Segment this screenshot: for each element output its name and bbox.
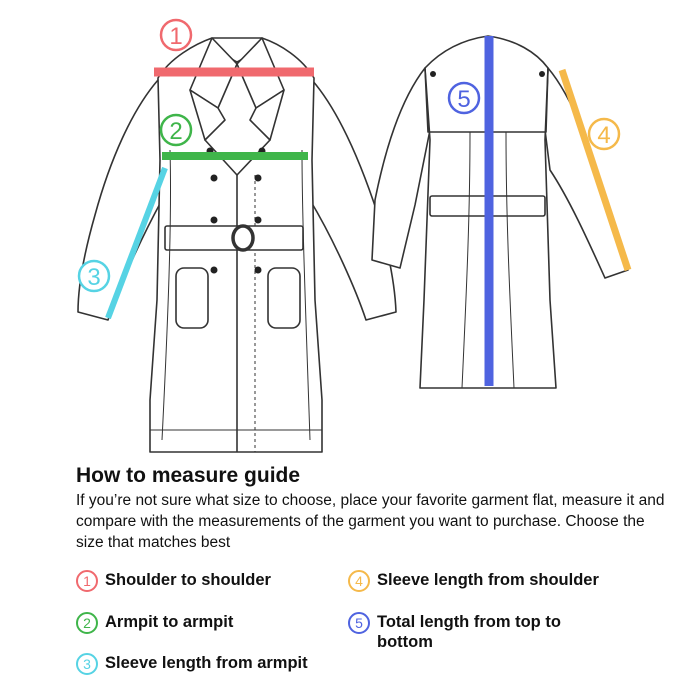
legend-badge-2: 2 — [76, 612, 98, 634]
legend-label-sleeve-shoulder: Sleeve length from shoulder — [377, 571, 599, 589]
measure-line-sleeve-shoulder — [558, 68, 632, 272]
marker-1-number: 1 — [169, 23, 182, 50]
coat-buttons — [206, 147, 266, 274]
guide-description: If you’re not sure what size to choose, … — [76, 492, 665, 551]
guide-title: How to measure guide — [76, 464, 301, 487]
marker-4-number: 4 — [597, 122, 610, 149]
coat-back-view — [371, 35, 629, 389]
legend-label-armpit: Armpit to armpit — [105, 613, 234, 631]
coat-back-buttons — [430, 71, 545, 77]
marker-3: 3 — [77, 259, 111, 293]
legend-badge-3: 3 — [76, 653, 98, 675]
legend-badge-4: 4 — [348, 570, 370, 592]
legend-label-shoulder: Shoulder to shoulder — [105, 571, 271, 589]
marker-5: 5 — [447, 81, 481, 115]
legend-item-sleeve-armpit: 3 Sleeve length from armpit — [76, 653, 308, 675]
marker-4: 4 — [587, 117, 621, 151]
legend-label-total-length: Total length from top to bottom — [377, 613, 561, 651]
marker-5-number: 5 — [457, 86, 470, 113]
measure-line-sleeve-armpit — [105, 166, 168, 320]
marker-2-number: 2 — [169, 118, 182, 145]
coat-measurement-diagram: 1 2 3 4 5 — [77, 18, 632, 453]
legend-badge-1: 1 — [76, 570, 98, 592]
legend-item-shoulder: 1 Shoulder to shoulder — [76, 570, 271, 592]
marker-2: 2 — [159, 113, 193, 147]
marker-1: 1 — [159, 18, 193, 52]
legend-badge-5: 5 — [348, 612, 370, 634]
marker-3-number: 3 — [87, 264, 100, 291]
legend-item-total-length: 5 Total length from top to bottom — [348, 612, 597, 652]
legend-item-armpit: 2 Armpit to armpit — [76, 612, 233, 634]
legend-label-sleeve-armpit: Sleeve length from armpit — [105, 654, 308, 672]
coat-front-view — [77, 37, 397, 453]
legend-item-sleeve-shoulder: 4 Sleeve length from shoulder — [348, 570, 599, 592]
